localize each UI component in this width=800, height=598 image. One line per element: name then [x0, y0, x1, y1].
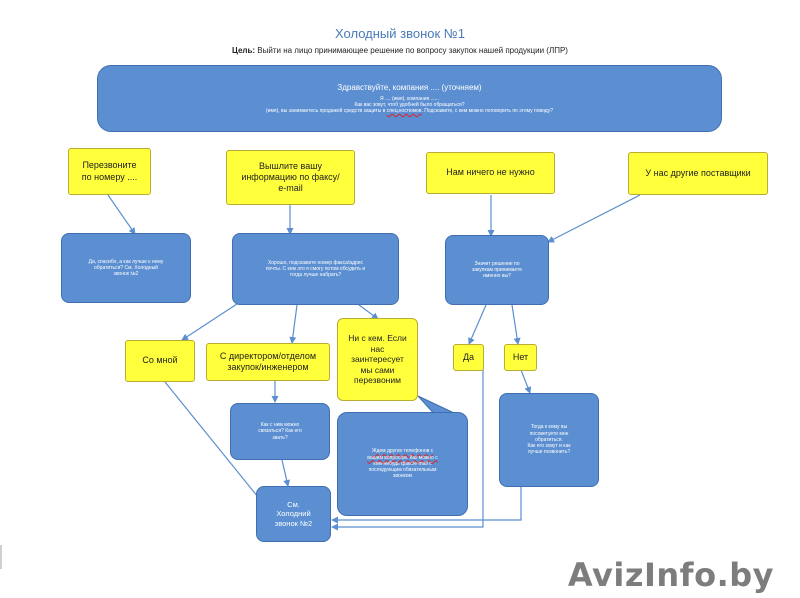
- node-yes: Да: [453, 344, 484, 371]
- node-other-suppliers: У нас другие поставщики: [628, 152, 768, 195]
- intro-line: Я .... (имя), компания ......: [380, 95, 439, 102]
- arrow-ask-to-see2: [281, 459, 291, 487]
- arrow-fax-to-director: [289, 304, 298, 344]
- arrow-withme-to-see2: [164, 381, 263, 503]
- purpose-line: (имя), вы занимаетесь продажей средств з…: [266, 108, 553, 115]
- node-ask-contact: Как с ним можно связаться? Как его звать…: [230, 403, 330, 460]
- greeting-line: Здравствуйте, компания .... (уточняем): [337, 82, 482, 92]
- node-decision-maker: Значит решение по закупкам принимаете им…: [445, 235, 549, 305]
- arrow-no-to-who: [520, 369, 532, 394]
- node-nothing-needed: Нам ничего не нужно: [426, 152, 555, 194]
- arrow-callback-to-thanks: [107, 194, 136, 235]
- node-waiting: Ждем других телефонов с вашим вопросом. …: [337, 412, 468, 516]
- node-see-call2: См. Холодний звонок №2: [256, 486, 331, 542]
- watermark-logo: AvizInfo.by: [567, 556, 774, 594]
- node-no: Нет: [504, 344, 537, 371]
- edge-marker: [0, 545, 2, 569]
- node-send-info: Вышлите вашу информацию по факсу/ e-mail: [226, 150, 355, 205]
- node-with-director: С директором/отделом закупок/инженером: [206, 343, 330, 381]
- node-main-greeting: Здравствуйте, компания .... (уточняем) Я…: [97, 65, 722, 132]
- node-thanks: Да, спасибо, а как лучше к нему обратить…: [61, 233, 191, 303]
- node-who-to-call: Тогда к кому вы посоветуете мне обратить…: [499, 393, 599, 487]
- arrow-decision-to-yes: [468, 304, 487, 345]
- arrow-other-to-decision: [547, 194, 641, 243]
- name-question-line: Как вас зовут, чтоб удобней было обращат…: [354, 101, 465, 108]
- node-with-me: Со мной: [125, 340, 195, 382]
- diagram-title: Холодный звонок №1: [335, 26, 465, 41]
- goal-text: Выйти на лицо принимающее решение по воп…: [255, 46, 568, 55]
- arrow-nomain-to-see2: [331, 487, 522, 524]
- goal-line: Цель: Выйти на лицо принимающее решение …: [0, 46, 800, 55]
- node-nobody: Ни с кем. Если нас заинтересует мы сами …: [337, 318, 418, 401]
- goal-label: Цель:: [232, 46, 256, 55]
- node-callback: Перезвоните по номеру ....: [68, 148, 151, 195]
- node-fax-request: Хорошо, подскажите номер факса/адрес поч…: [232, 233, 399, 305]
- arrow-decision-to-no: [511, 304, 521, 345]
- arrow-yes-to-see2: [331, 368, 484, 531]
- arrow-fax-to-withme: [181, 301, 241, 341]
